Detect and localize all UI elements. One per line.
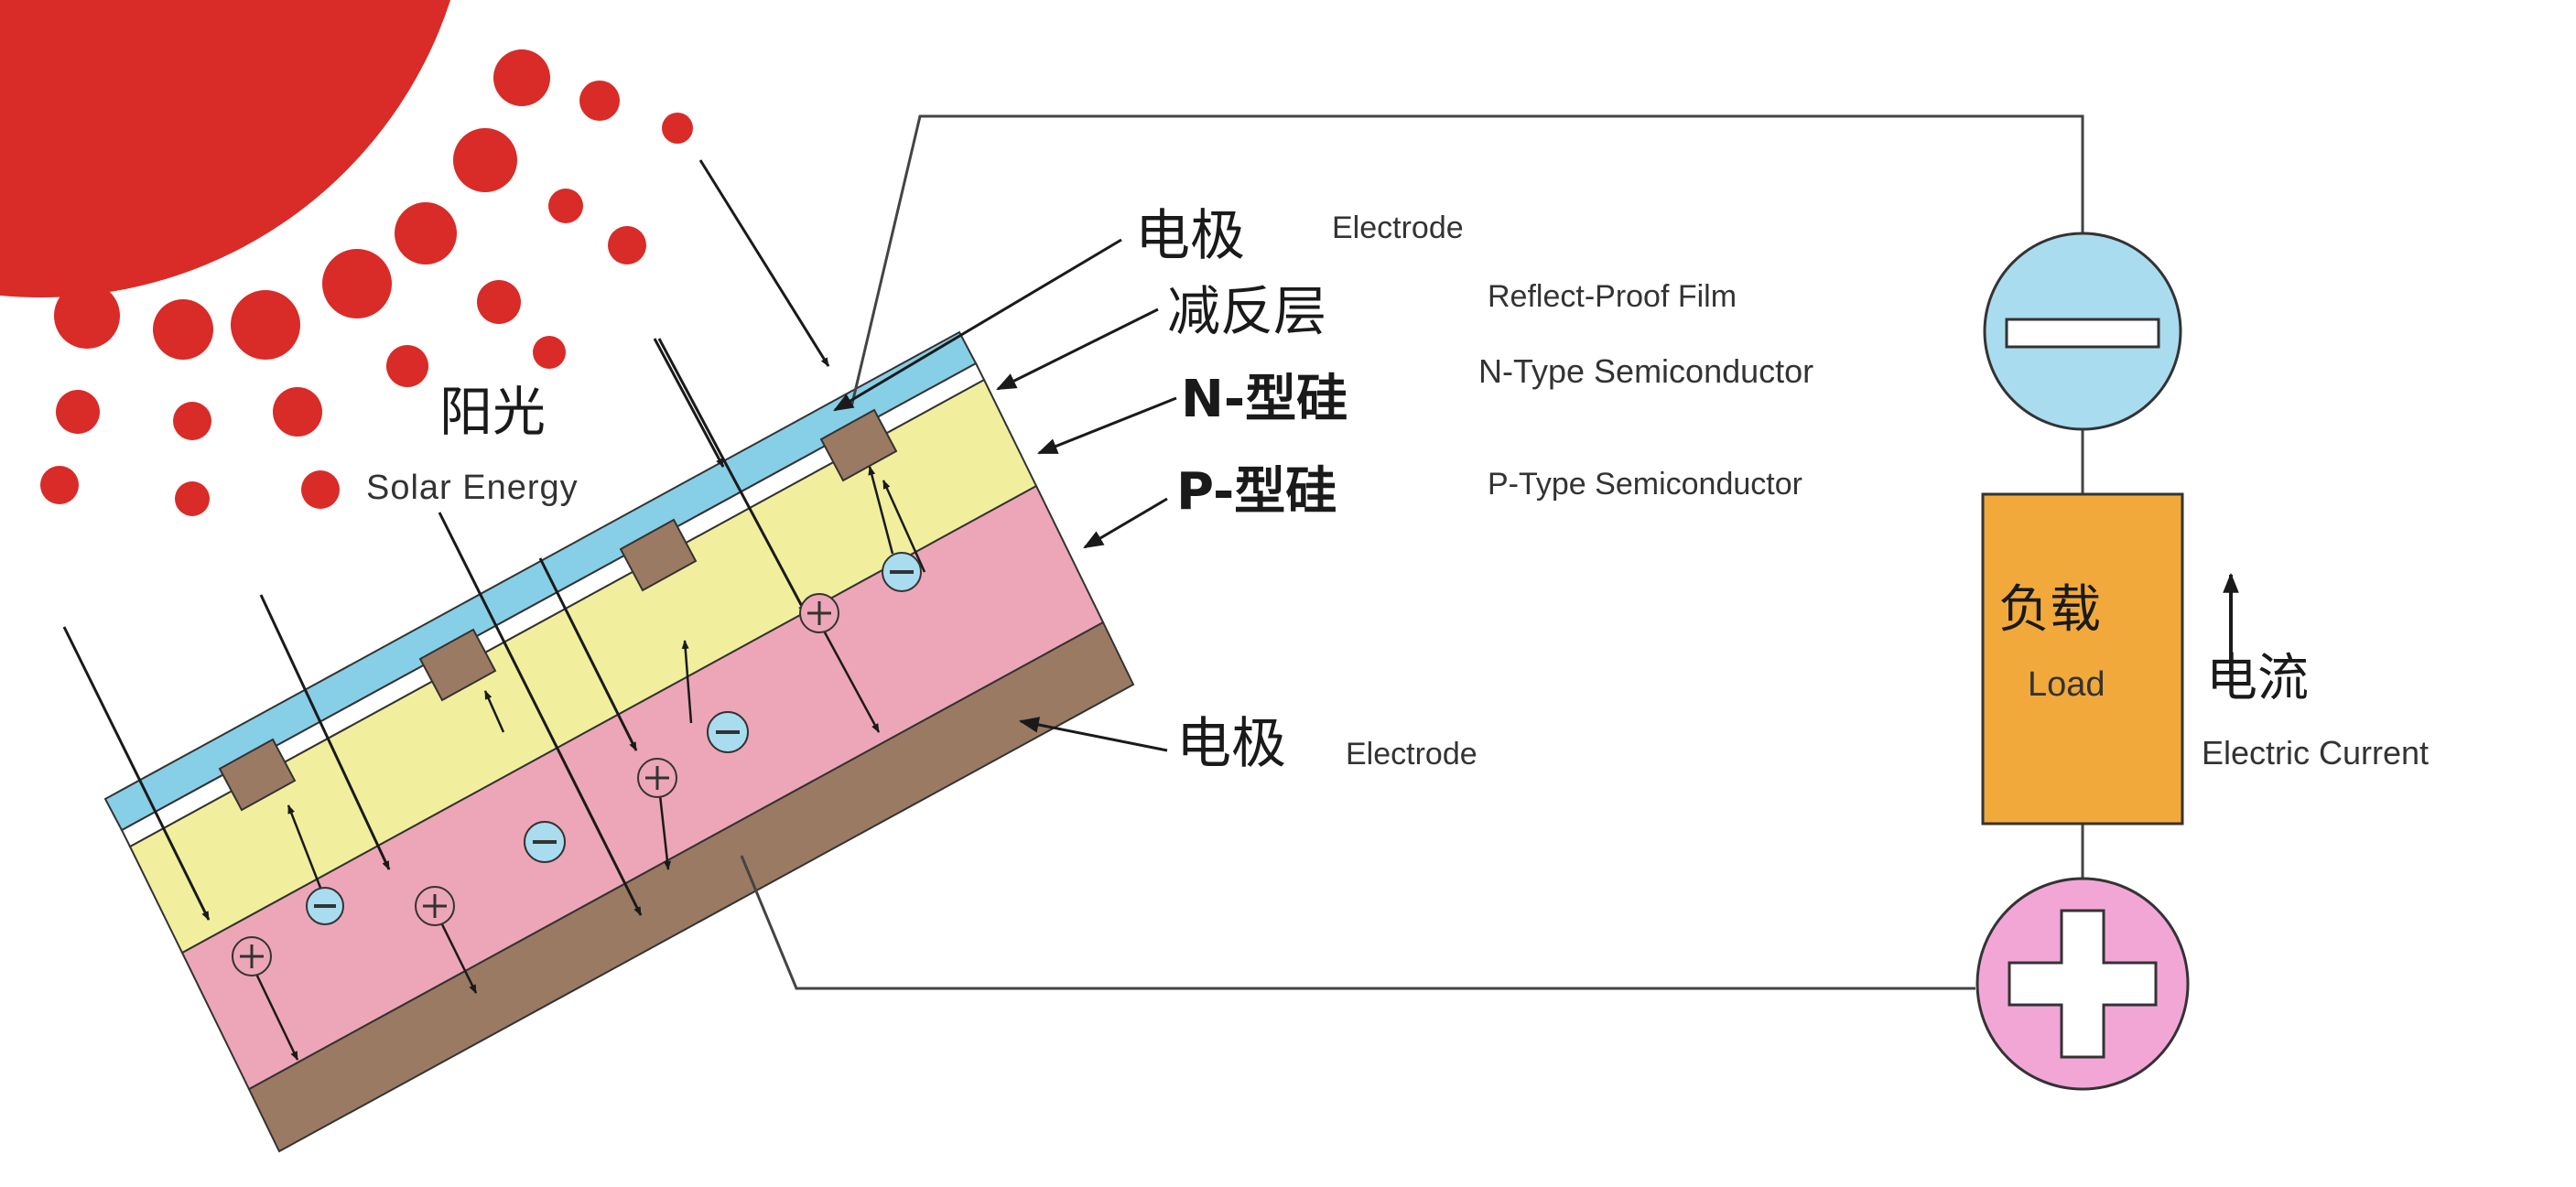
bottom-electrode-label-en: Electrode <box>1346 737 1477 772</box>
photon <box>579 81 620 121</box>
top-electrode-label-en: Electrode <box>1332 210 1464 245</box>
sun <box>0 0 451 297</box>
current-label-en: Electric Current <box>2202 734 2429 772</box>
light-ray <box>259 594 391 870</box>
pointer-bottom-electrode <box>1018 717 1168 752</box>
electrode-finger <box>418 628 497 702</box>
sunlight-label-cn: 阳光 <box>439 381 546 443</box>
top-electrode-label-cn: 电极 <box>1135 204 1245 268</box>
anti-reflection-label-en: Reflect-Proof Film <box>1488 279 1737 314</box>
p-silicon-label-cn: P-型硅 <box>1176 462 1337 522</box>
electron <box>524 821 566 863</box>
photon <box>54 283 120 349</box>
electrode-finger <box>819 408 898 482</box>
photon <box>386 345 428 387</box>
photons <box>40 49 693 516</box>
photon <box>322 249 392 318</box>
hole <box>637 758 677 798</box>
plus-sign <box>2008 909 2158 1059</box>
electrode-finger <box>218 738 297 812</box>
light-ray <box>698 159 830 367</box>
light-rays <box>62 159 830 921</box>
hole <box>232 936 272 977</box>
electron-path <box>681 640 693 724</box>
photon <box>493 49 550 106</box>
photon <box>395 202 457 264</box>
photon <box>173 402 211 440</box>
carriers <box>232 552 922 977</box>
minus-sign <box>2005 318 2160 349</box>
electron-path <box>882 480 926 573</box>
light-ray <box>538 557 638 751</box>
photon <box>273 387 322 437</box>
electron <box>882 552 922 592</box>
positive-terminal <box>1975 877 2190 1091</box>
anti-reflection-layer <box>103 330 978 832</box>
photon <box>231 290 300 360</box>
sunlight-label-en: Solar Energy <box>366 469 579 507</box>
pointer-anti-reflection <box>996 308 1159 391</box>
photon <box>662 113 693 144</box>
photon <box>477 280 521 324</box>
electron-path <box>287 804 322 889</box>
light-ray <box>657 338 807 614</box>
pointer-p-silicon <box>1083 497 1168 549</box>
wire-top <box>850 114 2084 408</box>
electrode-finger <box>619 518 698 592</box>
negative-terminal <box>1983 232 2182 431</box>
load-label-cn: 负载 <box>1998 580 2101 640</box>
current-label-cn: 电流 <box>2206 649 2309 708</box>
photon <box>608 226 646 264</box>
electron <box>707 711 749 753</box>
electron-path <box>868 466 894 555</box>
carrier-paths <box>253 466 926 1061</box>
electron-path <box>483 690 505 733</box>
hole <box>415 886 455 926</box>
hole-path <box>253 969 299 1061</box>
pointer-n-silicon <box>1036 396 1177 455</box>
hole-path <box>436 914 478 994</box>
photon <box>301 470 340 509</box>
photon <box>40 466 79 504</box>
pointer-top-electrode <box>833 238 1122 412</box>
load-label-en: Load <box>2028 665 2105 704</box>
hole <box>799 593 839 633</box>
n-silicon-label-cn: N-型硅 <box>1181 370 1348 429</box>
circuit-wires <box>740 114 2084 990</box>
light-ray <box>438 512 643 916</box>
top-electrode-fingers <box>218 408 898 812</box>
label-pointers <box>833 238 1177 752</box>
solar-cell <box>103 330 1135 1153</box>
load-box <box>1981 492 2184 826</box>
light-ray <box>62 626 211 921</box>
anti-reflection-label-cn: 减反层 <box>1167 280 1326 342</box>
electron <box>306 887 344 925</box>
hole-path <box>817 621 881 733</box>
light-ray <box>653 338 725 468</box>
photon <box>453 128 517 192</box>
photon <box>548 189 583 223</box>
bottom-electrode-label-cn: 电极 <box>1176 712 1286 776</box>
photon <box>153 299 213 360</box>
photon <box>56 390 100 434</box>
photon <box>175 481 210 516</box>
p-silicon-label-en: P-Type Semiconductor <box>1488 467 1802 502</box>
n-silicon-label-en: N-Type Semiconductor <box>1478 352 1813 390</box>
hole-path <box>657 786 671 870</box>
photon <box>533 336 566 369</box>
wire-bottom <box>740 855 1975 990</box>
